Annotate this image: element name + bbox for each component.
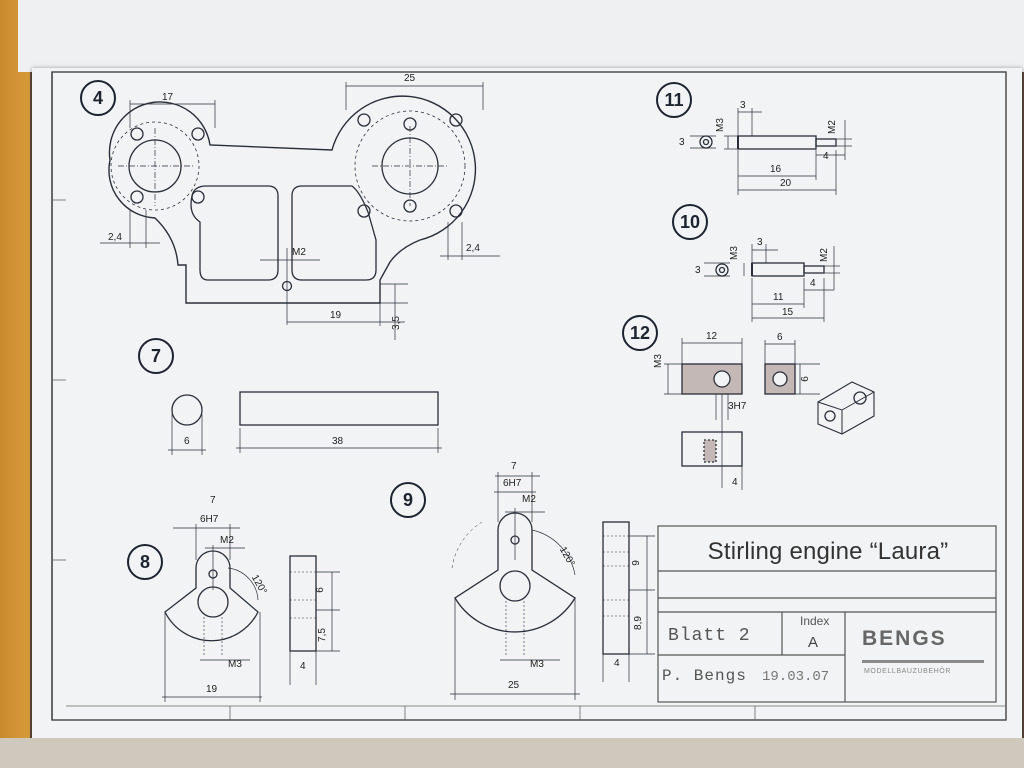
dim-label: M3 [530, 659, 544, 670]
dim-label: 7 [511, 461, 517, 472]
dim-label: 6H7 [503, 478, 522, 489]
dim-label: M2 [818, 248, 830, 262]
part-7-number: 7 [138, 338, 174, 374]
dim-label: M3 [652, 354, 664, 368]
dim-label: 3 [695, 265, 701, 276]
part-11-number: 11 [656, 82, 692, 118]
dim-label: 7 [210, 495, 216, 506]
author-name: P. Bengs [662, 667, 747, 685]
dim-label: M2 [826, 120, 838, 134]
dim-label: 4 [823, 151, 829, 162]
part-12-number: 12 [622, 315, 658, 351]
dim-label: 19 [330, 310, 342, 321]
dim-label: 8,9 [632, 616, 644, 630]
dim-label: 6 [799, 376, 811, 382]
dim-label: M3 [728, 246, 740, 260]
title-block-frame [657, 525, 997, 703]
part-9-crank [450, 472, 655, 700]
part-4-number: 4 [80, 80, 116, 116]
drawing-date: 19.03.07 [762, 669, 830, 685]
dim-label: 4 [300, 661, 306, 672]
dim-label: 3H7 [728, 401, 747, 412]
dim-label: 17 [162, 92, 174, 103]
dim-label: 4 [810, 278, 816, 289]
dim-label: 2,4 [466, 243, 480, 254]
part-4-plate [100, 82, 500, 340]
part-10-number: 10 [672, 204, 708, 240]
company-tagline: MODELLBAUZUBEHÖR [864, 668, 952, 675]
dim-label: 2,4 [108, 232, 122, 243]
dim-label: M2 [292, 247, 306, 258]
part-10-pin [704, 244, 840, 322]
dim-label: 4 [614, 658, 620, 669]
sheet-number: Blatt 2 [668, 626, 751, 646]
drawing-title: Stirling engine “Laura” [707, 538, 949, 565]
dim-label: 3,5 [390, 316, 402, 330]
dim-label: M2 [220, 535, 234, 546]
dim-label: 38 [332, 436, 344, 447]
part-11-pin [690, 108, 852, 195]
part-12-block [664, 338, 875, 490]
dim-label: 6H7 [200, 514, 219, 525]
dim-label: 25 [404, 73, 416, 84]
part-9-number: 9 [390, 482, 426, 518]
dim-label: M2 [522, 494, 536, 505]
dim-label: 16 [770, 164, 782, 175]
part-8-crank [162, 524, 340, 702]
dim-label: 7,5 [316, 628, 328, 642]
dim-label: M3 [714, 118, 726, 132]
part-8-number: 8 [127, 544, 163, 580]
dim-label: 3 [679, 137, 685, 148]
company-logo: BENGS [862, 627, 947, 650]
previous-page-edge [18, 0, 1024, 72]
dim-label: 3 [757, 237, 763, 248]
dim-label: 15 [782, 307, 794, 318]
part-7-shaft [168, 391, 442, 455]
floor-background [0, 738, 1024, 768]
dim-label: 9 [630, 560, 642, 566]
dim-label: 3 [740, 100, 746, 111]
index-value: A [808, 634, 819, 651]
dim-label: 12 [706, 331, 718, 342]
sheet-frame [51, 71, 1007, 721]
dim-label: 11 [773, 292, 784, 303]
dim-label: 6 [184, 436, 190, 447]
dim-label: 20 [780, 178, 792, 189]
dim-label: 6 [314, 587, 326, 593]
dim-label: 19 [206, 684, 218, 695]
dim-label: 6 [777, 332, 783, 343]
logo-underline [862, 660, 984, 663]
dim-label: 25 [508, 680, 520, 691]
dim-label: 4 [732, 477, 738, 488]
index-label: Index [800, 614, 830, 628]
dim-label: M3 [228, 659, 242, 670]
